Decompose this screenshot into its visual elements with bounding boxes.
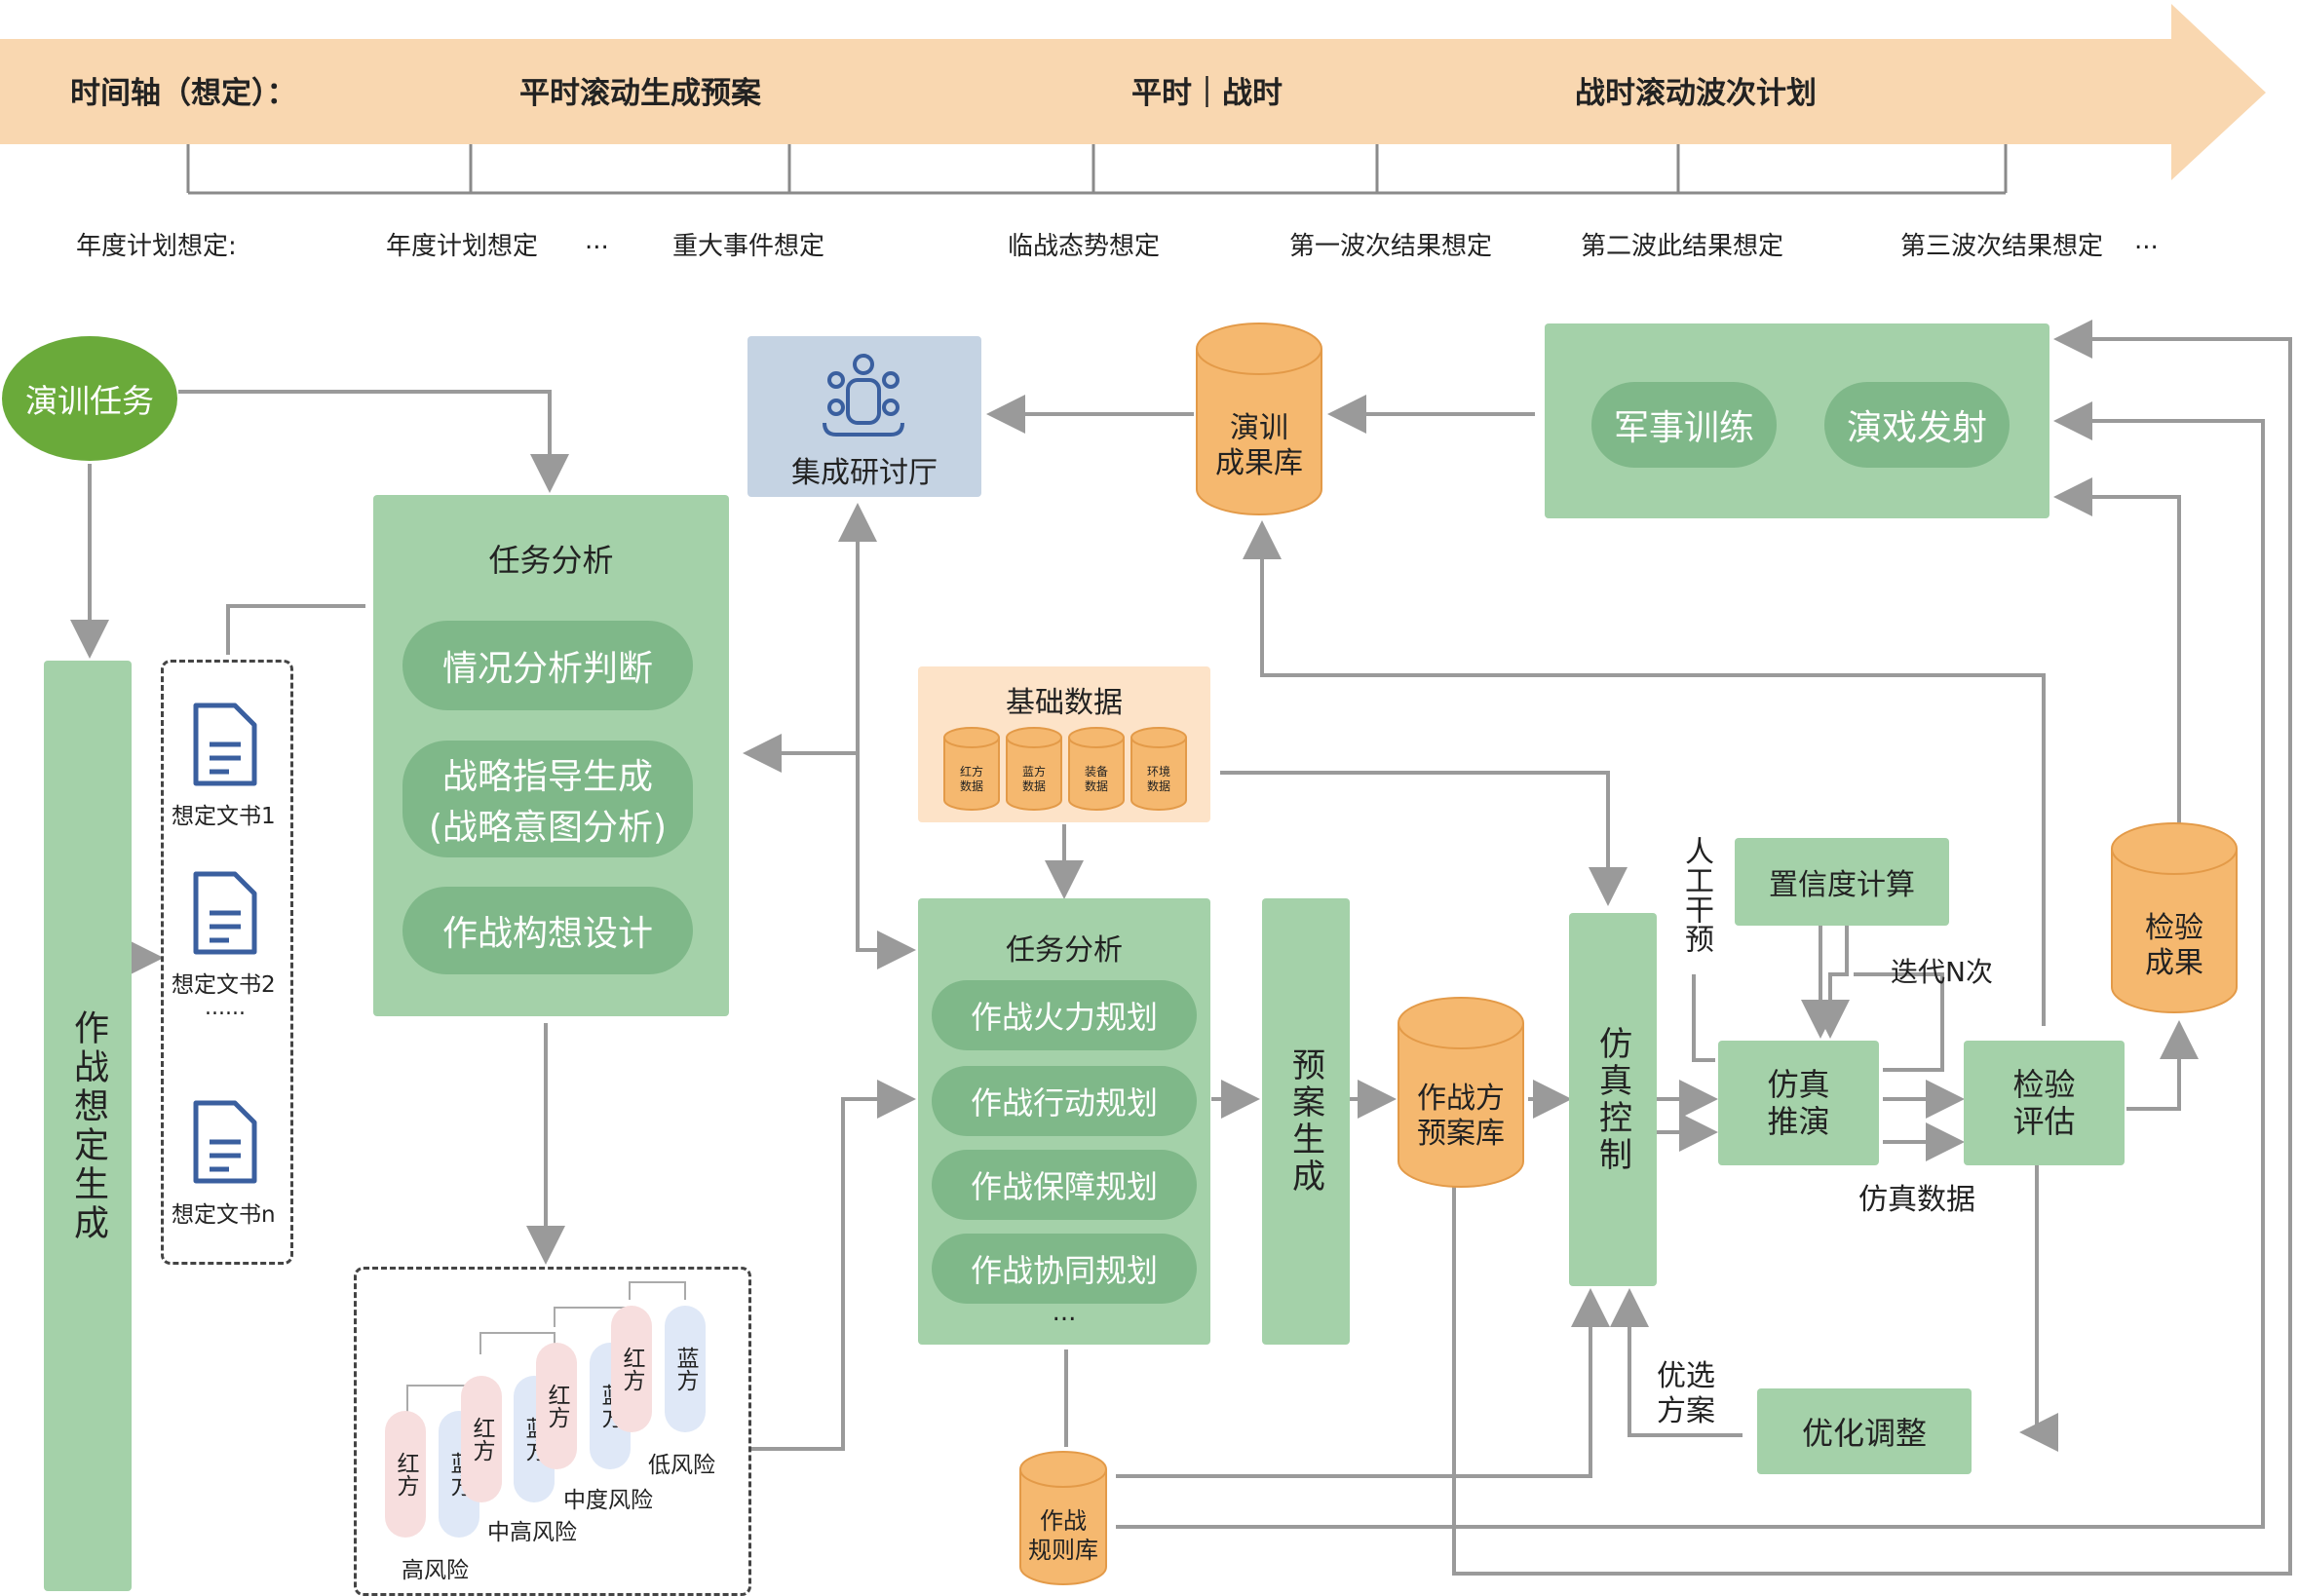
risk-level-label: 低风险: [648, 1453, 715, 1478]
exercise-db-line2: 成果库: [1215, 446, 1303, 480]
seminar-hall-label: 集成研讨厅: [791, 456, 938, 490]
document-icon: [193, 871, 257, 955]
scenario-gen-box: 作战想定生成: [44, 661, 132, 1591]
doc-ellipsis: ......: [205, 996, 246, 1020]
sim-deduce-box: 仿真 推演: [1718, 1041, 1879, 1165]
eval-result-line2: 成果: [2145, 946, 2203, 980]
strategy-guidance-pill: 战略指导生成 (战略意图分析): [402, 741, 693, 857]
environment-data-line2: 数据: [1146, 779, 1170, 793]
rule-db-line2: 规则库: [1028, 1537, 1098, 1564]
red-data-line1: 红方: [959, 765, 983, 779]
rule-db-line1: 作战: [1040, 1507, 1087, 1535]
optimize-box: 优化调整: [1757, 1388, 1972, 1474]
iterate-label: 迭代N次: [1891, 956, 1993, 988]
situation-analysis-pill: 情况分析判断: [402, 621, 693, 710]
strategy-intent-label: (战略意图分析): [428, 808, 668, 848]
sim-control-box: 仿真控制: [1569, 913, 1657, 1286]
best-plan-line1: 优选: [1657, 1359, 1715, 1393]
scenario-gen-label: 作战想定生成: [68, 1008, 108, 1243]
timeline-tick: 年度计划想定:: [76, 232, 237, 261]
timeline-tick: 第二波此结果想定: [1581, 232, 1784, 261]
scenario-docs-panel: [161, 660, 293, 1265]
action-planning-pill: 作战行动规划: [932, 1066, 1197, 1136]
equipment-data-cylinder: 装备数据: [1067, 726, 1126, 812]
blue-data-line2: 数据: [1021, 779, 1046, 793]
exercise-result-db: 演训 成果库: [1195, 322, 1323, 516]
manual-intervention-text: 人工干预: [1679, 836, 1713, 953]
fire-planning-pill: 作战火力规划: [932, 980, 1197, 1050]
environment-data-cylinder: 环境数据: [1130, 726, 1188, 812]
doc-label: 想定文书2: [172, 972, 276, 998]
plan-db-line1: 作战方: [1417, 1082, 1505, 1116]
sim-deduce-line2: 推演: [1767, 1103, 1830, 1140]
military-training-pill: 军事训练: [1591, 382, 1777, 468]
doc-label: 想定文书1: [172, 804, 276, 829]
timeline-switch-label: 平时｜战时: [1131, 76, 1283, 111]
evaluate-box: 检验 评估: [1964, 1041, 2125, 1165]
plan-gen-label: 预案生成: [1285, 1047, 1325, 1196]
risk-level-label: 中度风险: [563, 1488, 653, 1513]
exercise-db-line1: 演训: [1230, 411, 1288, 445]
exercise-launch-pill: 演戏发射: [1824, 382, 2010, 468]
red-data-line2: 数据: [959, 779, 983, 793]
support-planning-pill: 作战保障规划: [932, 1150, 1197, 1220]
timeline-war-label: 战时滚动波次计划: [1575, 76, 1817, 111]
timeline-title: 时间轴（想定）：: [70, 76, 297, 111]
exercise-task-node: 演训任务: [2, 336, 177, 461]
timeline-tick: 年度计划想定: [386, 232, 539, 261]
risk-red-tag: 红方: [536, 1343, 577, 1469]
risk-blue-tag: 蓝方: [665, 1306, 706, 1432]
risk-red-tag: 红方: [461, 1376, 502, 1502]
timeline-tick: ...: [2134, 226, 2159, 255]
plan-db-line2: 预案库: [1417, 1117, 1505, 1151]
blue-data-line1: 蓝方: [1021, 765, 1046, 779]
plan-gen-box: 预案生成: [1262, 898, 1350, 1345]
timeline-tick: 临战态势想定: [1008, 232, 1161, 261]
timeline-graphic: [0, 4, 2266, 195]
timeline-tick: 第一波次结果想定: [1289, 232, 1493, 261]
best-plan-line2: 方案: [1657, 1394, 1715, 1428]
blue-data-cylinder: 蓝方数据: [1005, 726, 1063, 812]
risk-level-label: 高风险: [402, 1558, 469, 1583]
document-icon: [193, 703, 257, 786]
document-icon: [193, 1100, 257, 1184]
confidence-calc-box: 置信度计算: [1735, 838, 1949, 926]
sim-deduce-line1: 仿真: [1767, 1066, 1830, 1103]
rule-db: 作战 规则库: [1018, 1450, 1108, 1586]
risk-red-tag: 红方: [385, 1411, 426, 1538]
timeline-peace-label: 平时滚动生成预案: [519, 76, 761, 111]
evaluate-line1: 检验: [2012, 1066, 2076, 1103]
equipment-data-line2: 数据: [1084, 779, 1108, 793]
timeline-tick: ...: [585, 226, 609, 255]
task-analysis-2-more: ...: [1052, 1298, 1077, 1327]
plan-db: 作战方 预案库: [1397, 996, 1525, 1189]
best-plan-label: 优选 方案: [1657, 1359, 1715, 1429]
coordination-planning-pill: 作战协同规划: [932, 1234, 1197, 1304]
strategy-guidance-label: 战略指导生成: [441, 757, 653, 797]
timeline-tick: 第三波次结果想定: [1900, 232, 2104, 261]
risk-red-tag: 红方: [611, 1306, 652, 1432]
operation-concept-pill: 作战构想设计: [402, 887, 693, 974]
red-data-cylinder: 红方数据: [942, 726, 1001, 812]
doc-label: 想定文书n: [172, 1202, 276, 1228]
eval-result-db: 检验 成果: [2110, 821, 2239, 1014]
evaluate-line2: 评估: [2012, 1103, 2076, 1140]
equipment-data-line1: 装备: [1084, 765, 1108, 779]
seminar-hall-box: [747, 336, 981, 497]
environment-data-line1: 环境: [1146, 765, 1170, 779]
timeline-tick: 重大事件想定: [672, 232, 825, 261]
task-analysis-title: 任务分析: [488, 542, 614, 579]
risk-level-label: 中高风险: [487, 1520, 577, 1545]
manual-intervention-label: 人工干预: [1676, 836, 1715, 972]
sim-data-label: 仿真数据: [1858, 1183, 1975, 1217]
meeting-icon: [823, 354, 904, 437]
task-analysis-2-title: 任务分析: [1006, 933, 1123, 968]
sim-control-label: 仿真控制: [1592, 1025, 1632, 1174]
base-data-title: 基础数据: [1006, 686, 1123, 720]
eval-result-line1: 检验: [2145, 911, 2203, 945]
